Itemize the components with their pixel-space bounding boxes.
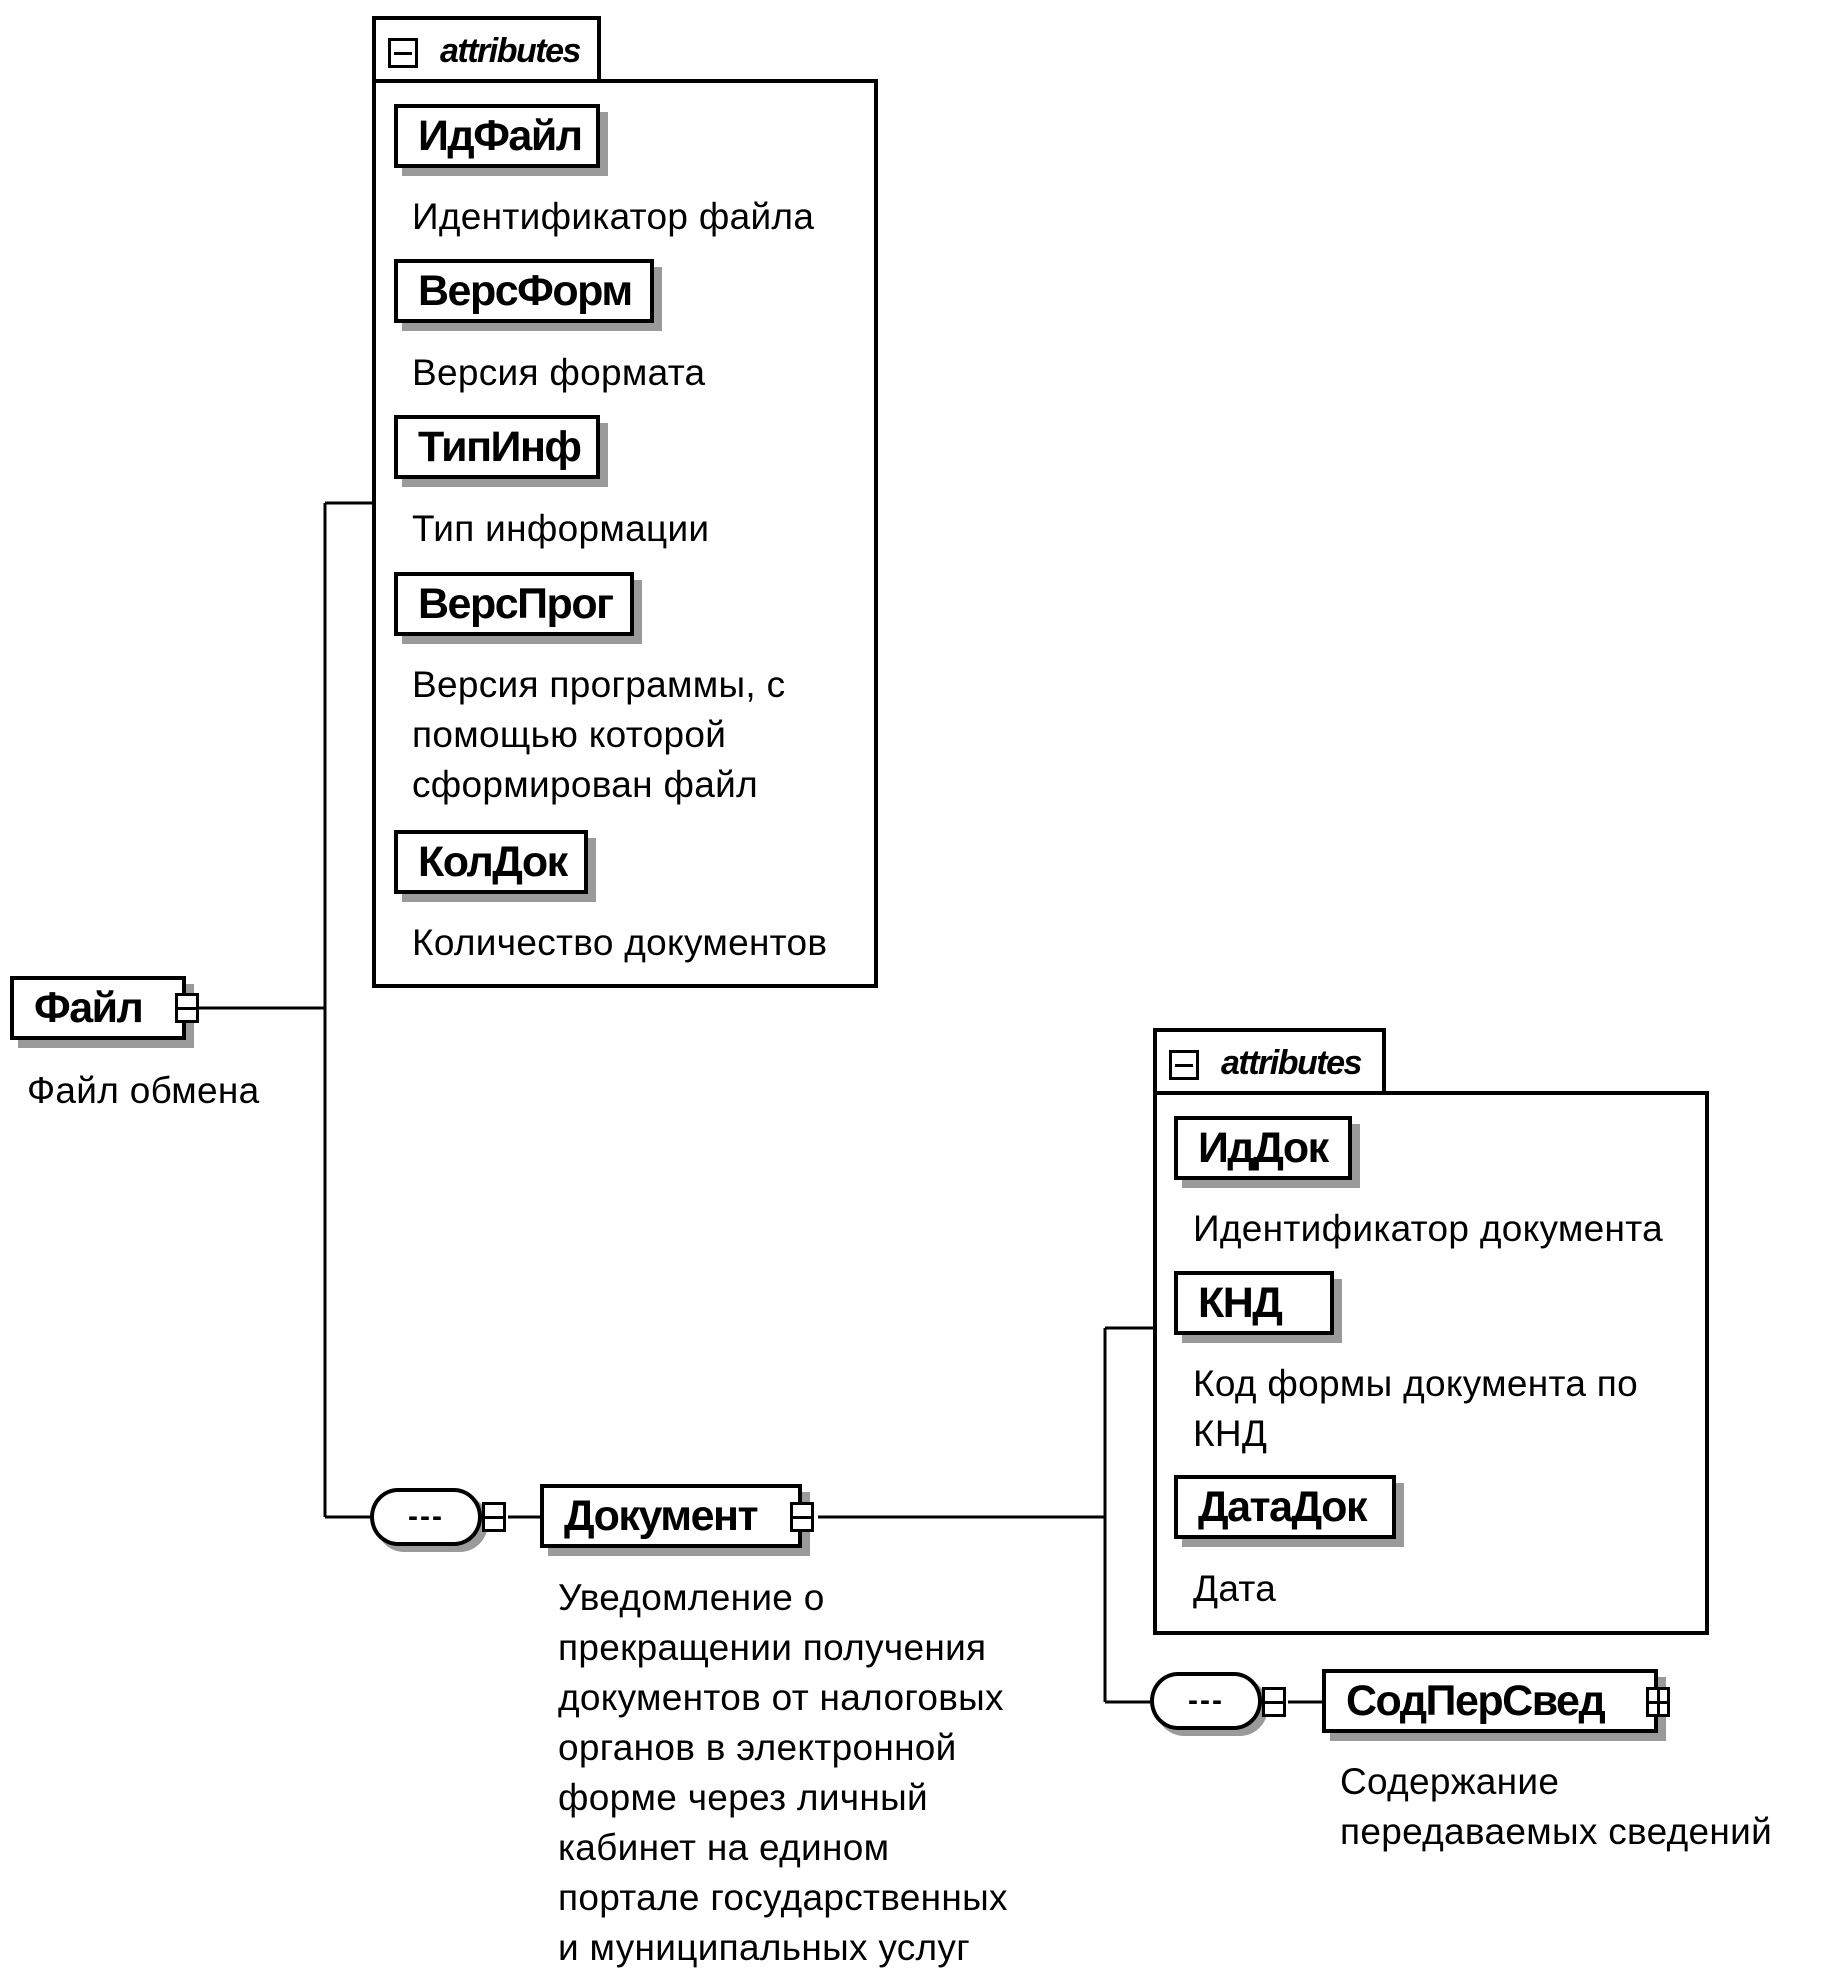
attribute-description: Код формы документа по КНД (1193, 1359, 1638, 1459)
attribute-description: Дата (1193, 1568, 1277, 1609)
description-line: кабинет на едином (558, 1827, 890, 1868)
attribute-КолДок[interactable]: КолДок (394, 830, 588, 894)
collapse-icon[interactable] (482, 1502, 506, 1532)
attribute-name: ИдДок (1198, 1123, 1329, 1172)
collapse-icon[interactable] (790, 1502, 814, 1532)
description-line: сформирован файл (412, 764, 758, 805)
attribute-ДатаДок[interactable]: ДатаДок (1174, 1475, 1396, 1539)
attribute-name: ТипИнф (418, 422, 582, 471)
sequence-compositor[interactable]: --- (1150, 1672, 1262, 1730)
attribute-ВерсПрог[interactable]: ВерсПрог (394, 572, 634, 636)
attribute-description: Версия программы, с помощью которой сфор… (412, 660, 785, 810)
attribute-description: Идентификатор документа (1193, 1208, 1663, 1249)
content-element-name: СодПерСвед (1346, 1676, 1606, 1725)
document-element[interactable]: Документ (540, 1484, 802, 1548)
collapse-icon[interactable] (388, 38, 418, 68)
sequence-symbol: --- (408, 1500, 444, 1533)
attribute-ВерсФорм[interactable]: ВерсФорм (394, 259, 654, 323)
attribute-description: Версия формата (412, 352, 706, 393)
description-line: и муниципальных услуг (558, 1927, 971, 1968)
collapse-icon[interactable] (1169, 1050, 1199, 1080)
attribute-ИдФайл[interactable]: ИдФайл (394, 104, 600, 168)
attribute-name: ВерсПрог (418, 579, 614, 628)
attributes-panel (372, 79, 878, 988)
attributes-tab[interactable]: attributes (1153, 1028, 1386, 1094)
description-line: форме через личный (558, 1777, 928, 1818)
description-line: КНД (1193, 1413, 1268, 1454)
root-description: Файл обмена (27, 1070, 260, 1111)
content-description: Содержание передаваемых сведений (1340, 1757, 1772, 1857)
attribute-description: Тип информации (412, 508, 710, 549)
description-line: помощью которой (412, 714, 727, 755)
description-line: Код формы документа по (1193, 1363, 1638, 1404)
attributes-panel (1153, 1091, 1709, 1635)
attributes-tab-label: attributes (440, 31, 581, 70)
sequence-compositor[interactable]: --- (370, 1488, 482, 1546)
description-line: передаваемых сведений (1340, 1811, 1773, 1852)
attribute-КНД[interactable]: КНД (1174, 1271, 1334, 1335)
expand-icon[interactable] (1646, 1687, 1670, 1717)
root-element[interactable]: Файл (10, 976, 186, 1040)
collapse-icon[interactable] (1262, 1687, 1286, 1717)
attribute-name: КолДок (418, 837, 568, 886)
description-line: Версия программы, с (412, 664, 786, 705)
collapse-icon[interactable] (175, 993, 199, 1023)
attribute-name: ВерсФорм (418, 266, 633, 315)
attribute-name: ДатаДок (1198, 1482, 1367, 1531)
content-element[interactable]: СодПерСвед (1322, 1669, 1658, 1733)
attribute-description: Идентификатор файла (412, 196, 815, 237)
attribute-ТипИнф[interactable]: ТипИнф (394, 415, 600, 479)
attribute-name: ИдФайл (418, 111, 583, 160)
attribute-name: КНД (1198, 1278, 1283, 1327)
description-line: органов в электронной (558, 1727, 957, 1768)
attributes-tab[interactable]: attributes (372, 16, 601, 82)
attribute-ИдДок[interactable]: ИдДок (1174, 1116, 1352, 1180)
description-line: Уведомление о (558, 1577, 825, 1618)
attributes-tab-label: attributes (1221, 1043, 1362, 1082)
sequence-symbol: --- (1188, 1684, 1224, 1717)
description-line: прекращении получения (558, 1627, 987, 1668)
description-line: Содержание (1340, 1761, 1560, 1802)
description-line: документов от налоговых (558, 1677, 1004, 1718)
document-description: Уведомление о прекращении получения доку… (558, 1573, 1008, 1973)
root-element-name: Файл (34, 983, 144, 1032)
document-element-name: Документ (564, 1491, 759, 1540)
attribute-description: Количество документов (412, 922, 828, 963)
description-line: портале государственных (558, 1877, 1008, 1918)
